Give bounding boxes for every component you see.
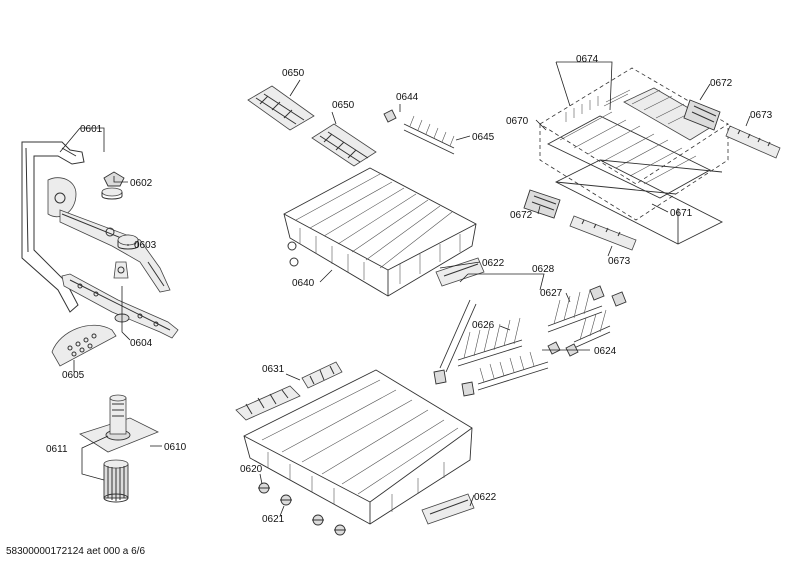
handle-lower (421, 493, 475, 525)
callout-labels: 0601 0602 0603 0604 0605 0610 0611 0620 … (46, 54, 773, 525)
third-rack-outline (539, 67, 729, 221)
callout-0624: 0624 (594, 346, 617, 357)
spray-arm-nozzle (101, 171, 125, 200)
fold-down-tines (403, 115, 455, 155)
tine-row-lower (477, 351, 549, 391)
cutlery-tray (547, 111, 711, 199)
lower-rack-insert (235, 361, 343, 421)
handle-upper (435, 257, 485, 287)
callout-0627: 0627 (540, 288, 563, 299)
callout-0622-upper: 0622 (482, 258, 505, 269)
callout-0603: 0603 (134, 240, 157, 251)
rack-rail-frame (555, 159, 723, 245)
callout-0628: 0628 (532, 264, 555, 275)
cup-rack-insert-1 (247, 85, 315, 131)
leader-lines (59, 61, 751, 517)
callout-0605: 0605 (62, 370, 85, 381)
callout-0640: 0640 (292, 278, 315, 289)
tine-row-small-2 (573, 309, 611, 349)
side-slider-top (725, 125, 781, 159)
callout-0673-top: 0673 (750, 110, 773, 121)
callout-0610: 0610 (164, 442, 187, 453)
filter-assembly (79, 394, 159, 453)
callout-0672-bottom: 0672 (510, 210, 533, 221)
callout-0626: 0626 (472, 320, 495, 331)
callout-0611: 0611 (46, 444, 68, 455)
callout-0645: 0645 (472, 132, 495, 143)
callout-0650-left: 0650 (282, 68, 305, 79)
tine-row-small (547, 289, 603, 333)
callout-0644: 0644 (396, 92, 419, 103)
fine-filter-cylinder (103, 459, 129, 503)
basket-wheels (258, 482, 346, 536)
tine-row-large (457, 317, 523, 367)
document-reference: 58300000172124 aet 000 a 6/6 (6, 546, 146, 557)
lower-spray-arm-hub (113, 261, 129, 279)
tine-holder-left (433, 299, 477, 397)
callout-0674: 0674 (576, 54, 599, 65)
spray-arm-supply-pipe (21, 141, 85, 313)
end-cap-top (683, 99, 721, 131)
cup-rack-insert-2 (311, 123, 377, 167)
callout-0620: 0620 (240, 464, 263, 475)
lower-spray-arm (61, 273, 179, 339)
micro-filter-plate (51, 325, 117, 367)
callout-0671: 0671 (670, 208, 693, 219)
upper-rack-basket (283, 167, 477, 297)
lower-rack-basket (243, 369, 473, 525)
callout-0604: 0604 (130, 338, 153, 349)
callout-0673-bottom: 0673 (608, 256, 631, 267)
callout-0622-lower: 0622 (474, 492, 497, 503)
callout-0631: 0631 (262, 364, 285, 375)
cutlery-tray-dividers (565, 89, 631, 122)
callout-0650-right: 0650 (332, 100, 355, 111)
clip (383, 109, 397, 123)
callout-0601: 0601 (80, 124, 103, 135)
pipe-connector (47, 177, 77, 218)
callout-0672-top: 0672 (710, 78, 733, 89)
side-slider-bottom (569, 215, 637, 251)
callout-0602: 0602 (130, 178, 153, 189)
callout-0621: 0621 (262, 514, 285, 525)
callout-0670: 0670 (506, 116, 529, 127)
end-cap-bottom (523, 189, 561, 219)
spray-arm-bearing (117, 234, 139, 250)
